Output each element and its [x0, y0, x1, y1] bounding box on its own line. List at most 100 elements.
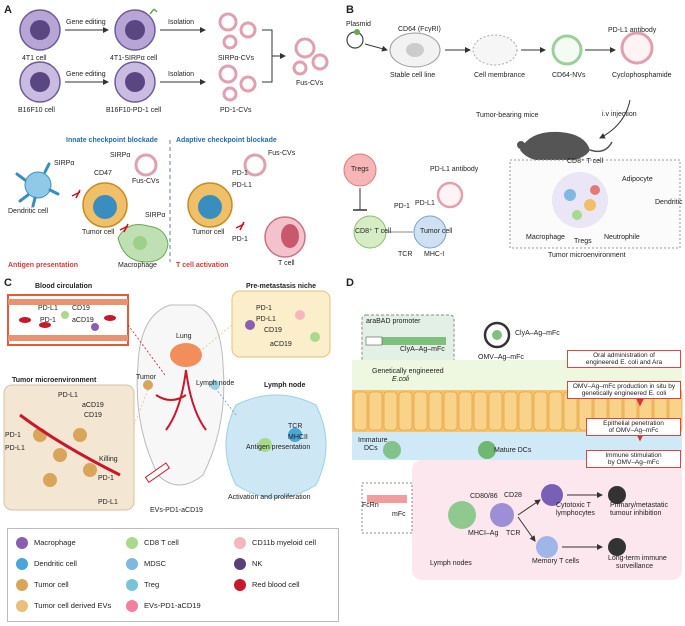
pdl1-antibody-nv-icon — [620, 31, 654, 65]
step-box-4: Immune stimulation by OMV–Ag–mFc — [586, 450, 681, 468]
label-surveillance-2: surveillance — [616, 563, 653, 570]
legend-swatch-icon — [126, 558, 138, 570]
label-t-cell-activation: T cell activation — [176, 262, 229, 269]
legend-label: Treg — [144, 580, 160, 589]
title-blood-circulation: Blood circulation — [35, 283, 93, 290]
panel-letter-b: B — [346, 4, 354, 16]
label-sirpa-cvs: SIRPα-CVs — [218, 55, 254, 62]
label-immature-dcs-1: Immature — [358, 437, 388, 444]
label-t-cell: T cell — [278, 260, 295, 267]
legend-swatch-icon — [126, 537, 138, 549]
label-cd19-c-c: CD19 — [84, 412, 102, 419]
label-plasmid: Plasmid — [346, 21, 371, 28]
label-gen-ecoli-2: E.coli — [392, 376, 410, 383]
label-memory: Memory T cells — [532, 558, 580, 565]
step-box-4-line1: Immune stimulation — [605, 452, 662, 459]
label-mature-dcs: Mature DCs — [494, 447, 532, 454]
step-box-3-line2: of OMV–Ag–mFc — [608, 427, 659, 434]
villus — [548, 391, 563, 431]
label-sirpa-top: SIRPα — [110, 152, 131, 159]
legend-label: Tumor cell — [34, 580, 69, 589]
legend-label: MDSC — [144, 559, 167, 568]
label-cd19-c-b: CD19 — [264, 327, 282, 334]
label-pdl1-c-a: PD-L1 — [38, 305, 58, 312]
title-innate-checkpoint: Innate checkpoint blockade — [66, 137, 158, 144]
label-tcr-b: TCR — [398, 251, 413, 258]
cd8-t-cell-icon — [353, 215, 387, 249]
villus — [428, 391, 443, 431]
legend-swatch-icon — [16, 537, 28, 549]
label-lymph-nodes: Lymph nodes — [430, 560, 472, 567]
label-mhcii-c: MHCII — [288, 434, 308, 441]
panel-b-graphics — [343, 29, 681, 249]
label-pdl1-b: PD-L1 — [415, 200, 435, 207]
title-lymph-node: Lymph node — [264, 382, 306, 389]
legend-label: CD11b myeloid cell — [252, 538, 317, 547]
label-cyclophosphamide: Cyclophosphamide — [612, 72, 672, 79]
panel-a-graphics — [15, 8, 329, 263]
label-gen-ecoli-1: Genetically engineered — [372, 368, 444, 375]
title-pre-metastasis: Pre-metastasis niche — [246, 283, 317, 290]
step-box-1: Oral administration of engineered E. col… — [567, 350, 681, 368]
sirpa-cv-icon — [218, 12, 238, 32]
step-box-2: OMV–Ag–mFc production in situ by genetic… — [567, 381, 681, 399]
label-tregs-b: Tregs — [574, 238, 592, 245]
legend-swatch-icon — [234, 558, 246, 570]
cell-membrance-icon — [472, 34, 518, 66]
title-adaptive-checkpoint: Adaptive checkpoint blockade — [176, 137, 277, 144]
label-pdl1-c-c3: PD-L1 — [98, 499, 118, 506]
label-cd64: CD64 (FcγRI) — [398, 26, 441, 33]
label-cd19-c-a: CD19 — [72, 305, 90, 312]
cd64-nv-icon — [551, 34, 583, 66]
legend-label: Tumor cell derived EVs — [34, 601, 112, 610]
legend-label: Red blood cell — [252, 580, 300, 589]
label-mfc: mFc — [392, 511, 406, 518]
step-box-3: Epithelial penetration of OMV–Ag–mFc — [586, 418, 681, 436]
legend-label: EVs-PD1-aCD19 — [144, 601, 201, 610]
plasmid-icon — [346, 31, 364, 49]
legend-swatch-icon — [126, 600, 138, 612]
label-pdl1-antibody: PD-L1 antibody — [608, 27, 657, 34]
tumor-cell-b-icon — [413, 215, 447, 249]
surveillance-icon — [608, 538, 626, 556]
label-fus-cvs-right: Fus-CVs — [268, 150, 296, 157]
label-lymph-node-c: Lymph node — [196, 380, 235, 387]
label-pd1-top: PD-1 — [232, 170, 248, 177]
tumor-icon — [143, 380, 153, 390]
panel-c-graphics — [3, 290, 331, 511]
tumor-bearing-mouse-icon — [520, 131, 590, 163]
label-pd1-c-c2b: PD-1 — [98, 475, 114, 482]
label-fus-cvs-left: Fus-CVs — [132, 178, 160, 185]
step-box-2-line2: genetically engineered E. coli — [581, 390, 667, 397]
label-acd19-c-c: aCD19 — [82, 402, 104, 409]
label-tcr-d: TCR — [506, 530, 521, 537]
fus-cv-right-icon — [243, 153, 267, 177]
fcrn-box — [361, 482, 413, 534]
label-sirpa-dc: SIRPα — [54, 160, 75, 167]
label-macrophage: Macrophage — [118, 262, 157, 269]
label-immature-dcs-2: DCs — [364, 445, 378, 452]
panel-letter-c: C — [4, 277, 12, 289]
legend-label: CD8 T cell — [144, 538, 179, 547]
label-mhc1: MHC-I — [424, 251, 445, 258]
villus — [443, 391, 458, 431]
label-gene-editing-2: Gene editing — [66, 71, 106, 78]
legend-label: Macrophage — [34, 538, 76, 547]
step-box-2-line1: OMV–Ag–mFc production in situ by — [572, 383, 676, 390]
label-iv-injection: i.v injection — [602, 111, 637, 118]
label-pd1-c-b: PD-1 — [256, 305, 272, 312]
label-tcr-c: TCR — [288, 423, 303, 430]
tumor-cell-left-icon — [82, 182, 128, 228]
label-fcrn: FcRn — [362, 502, 379, 509]
mature-dc-icon — [478, 441, 496, 459]
label-tme-b: Tumor microenvironment — [548, 252, 626, 259]
lymph-node-shape — [225, 394, 327, 498]
label-4t1-sirpa-cell: 4T1-SIRPα cell — [110, 55, 158, 62]
label-pdl1-c-b: PD-L1 — [256, 316, 276, 323]
label-primary-1: Primary/metastatic — [610, 502, 668, 509]
label-dendritic-cell: Dendritic cell — [8, 208, 49, 215]
label-omv: OMV–Ag–mFc — [478, 354, 524, 361]
label-cd80: CD80/86 — [470, 493, 498, 500]
label-4t1-cell: 4T1 cell — [22, 55, 47, 62]
legend-swatch-icon — [126, 579, 138, 591]
